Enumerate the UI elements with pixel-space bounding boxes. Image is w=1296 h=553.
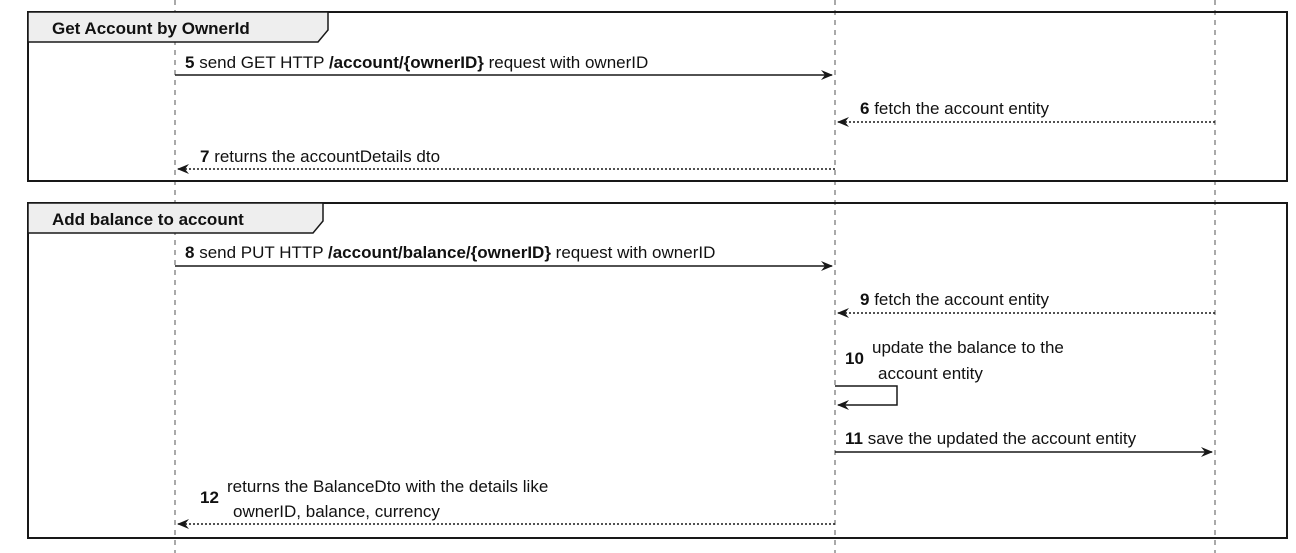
message-8: 8 send PUT HTTP /account/balance/{ownerI… <box>175 243 833 271</box>
group-title-tab <box>27 202 324 234</box>
message-number: 12 <box>200 488 219 507</box>
group-frame <box>27 11 1288 182</box>
message-9: 9 fetch the account entity <box>837 290 1215 318</box>
message-label: 5 send GET HTTP /account/{ownerID} reque… <box>185 53 648 72</box>
group-title-tab <box>27 11 329 43</box>
group-add-balance: Add balance to account <box>27 202 1288 539</box>
message-label-line1: returns the BalanceDto with the details … <box>227 477 548 496</box>
group-title: Get Account by OwnerId <box>52 19 250 38</box>
message-10: 10 update the balance to the account ent… <box>835 338 1064 410</box>
message-6: 6 fetch the account entity <box>837 99 1215 127</box>
message-label-line2: account entity <box>878 364 983 383</box>
message-label: 9 fetch the account entity <box>860 290 1050 309</box>
message-5: 5 send GET HTTP /account/{ownerID} reque… <box>175 53 833 80</box>
message-label-line2: ownerID, balance, currency <box>233 502 440 521</box>
message-label: 8 send PUT HTTP /account/balance/{ownerI… <box>185 243 715 262</box>
message-label: 6 fetch the account entity <box>860 99 1050 118</box>
group-frame <box>27 202 1288 539</box>
group-title: Add balance to account <box>52 210 244 229</box>
message-arrow <box>835 385 898 410</box>
message-7: 7 returns the accountDetails dto <box>177 147 835 174</box>
message-label-line1: update the balance to the <box>872 338 1064 357</box>
message-label: 11 save the updated the account entity <box>845 429 1137 448</box>
group-get-account: Get Account by OwnerId <box>27 11 1288 182</box>
message-label: 7 returns the accountDetails dto <box>200 147 440 166</box>
message-12: 12 returns the BalanceDto with the detai… <box>177 477 835 529</box>
message-11: 11 save the updated the account entity <box>835 429 1213 457</box>
message-number: 10 <box>845 349 864 368</box>
